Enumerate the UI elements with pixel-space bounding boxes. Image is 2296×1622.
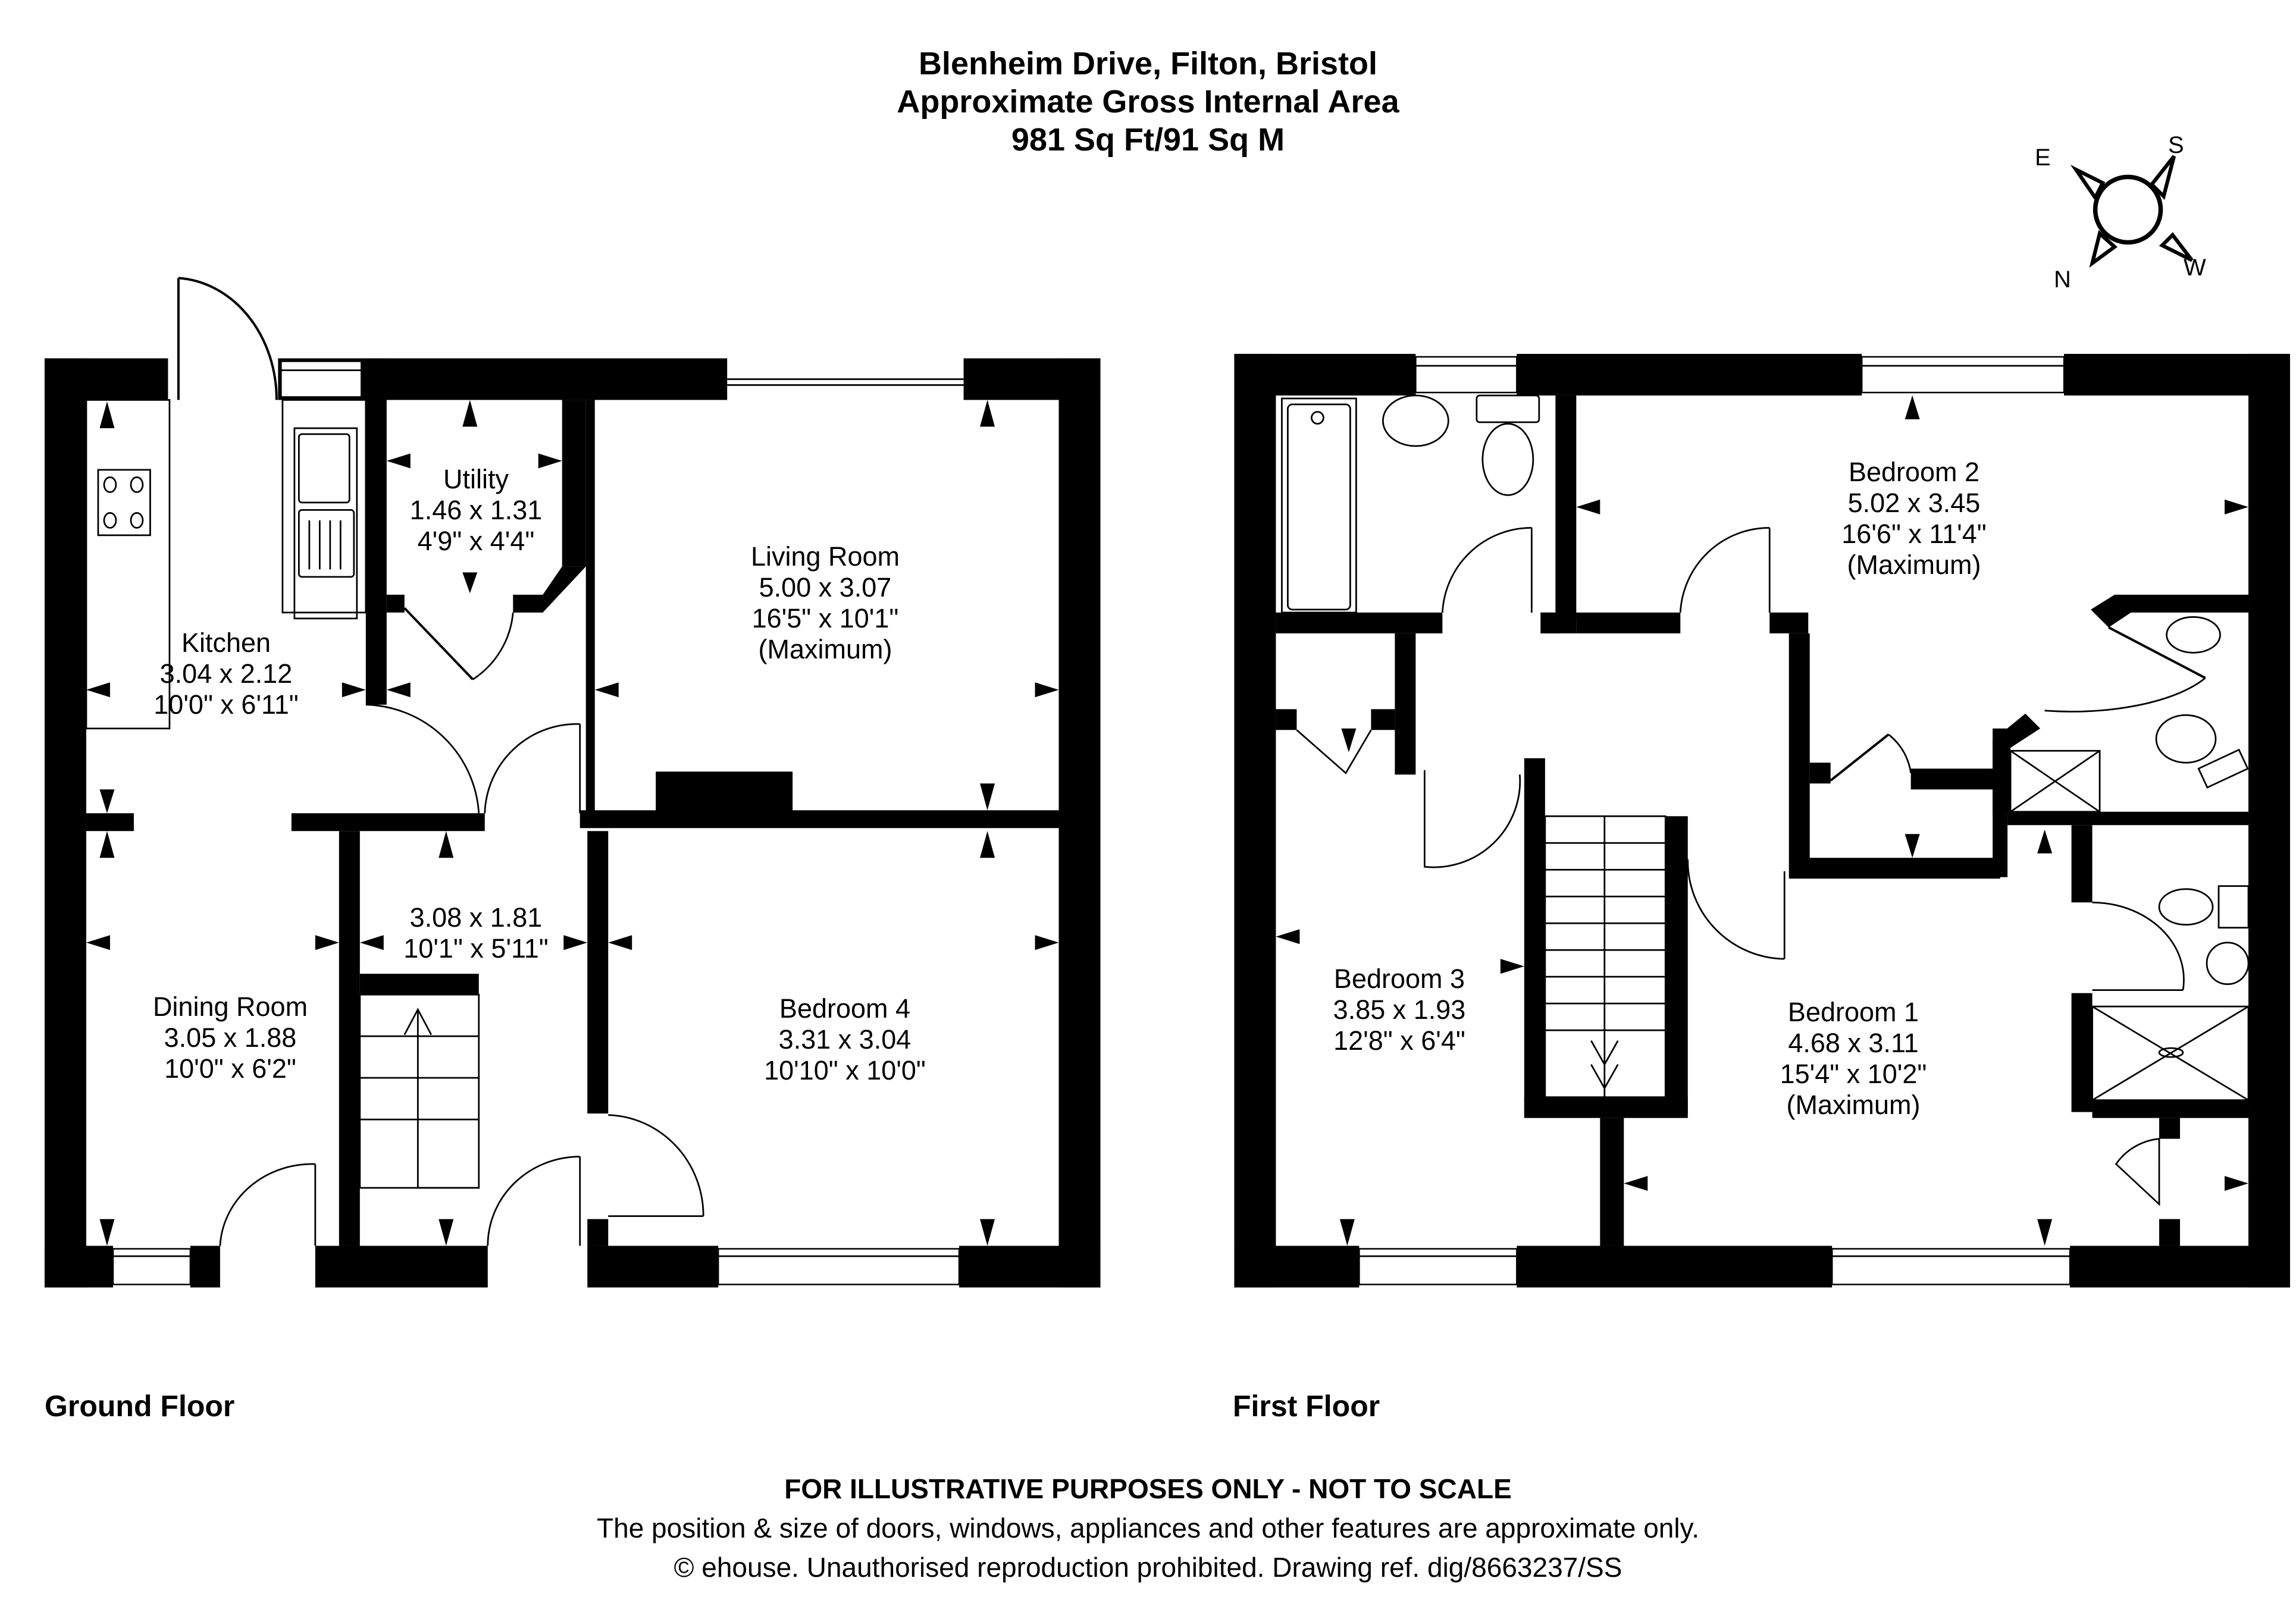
compass-east-label: E	[2035, 145, 2051, 171]
room-label-bedroom-4: Bedroom 4 3.31 x 3.04 10'10" x 10'0"	[764, 993, 926, 1085]
compass-south-label: S	[2168, 132, 2184, 158]
approximation-note: The position & size of doors, windows, a…	[597, 1513, 1699, 1543]
ground-floor-plan	[44, 277, 1101, 1288]
room-label-bedroom-1: Bedroom 1 4.68 x 3.11 15'4" x 10'2" (Max…	[1780, 997, 1927, 1120]
ground-floor-label: Ground Floor	[45, 1389, 235, 1423]
room-label-living-room: Living Room 5.00 x 3.07 16'5" x 10'1" (M…	[750, 541, 900, 664]
compass-icon	[2070, 155, 2194, 268]
dimension-markers	[86, 400, 1059, 1246]
room-label-utility: Utility 1.46 x 1.31 4'9" x 4'4"	[409, 464, 543, 556]
total-area: 981 Sq Ft/91 Sq M	[1011, 122, 1285, 158]
floorplan-header: Blenheim Drive, Filton, Bristol Approxim…	[0, 45, 2296, 159]
compass-west-label: W	[2184, 255, 2206, 281]
area-subtitle: Approximate Gross Internal Area	[897, 84, 1399, 120]
disclaimer-text: FOR ILLUSTRATIVE PURPOSES ONLY - NOT TO …	[784, 1473, 1512, 1504]
room-label-bedroom-2: Bedroom 2 5.02 x 3.45 16'6" x 11'4" (Max…	[1841, 457, 1987, 580]
dimension-markers-first	[1276, 395, 2249, 1246]
copyright-text: © ehouse. Unauthorised reproduction proh…	[674, 1552, 1622, 1583]
room-label-bedroom-3: Bedroom 3 3.85 x 1.93 12'8" x 6'4"	[1333, 964, 1466, 1056]
property-address: Blenheim Drive, Filton, Bristol	[918, 46, 1378, 81]
compass-north-label: N	[2054, 266, 2071, 293]
room-label-kitchen: Kitchen 3.04 x 2.12 10'0" x 6'11"	[154, 628, 299, 720]
first-floor-plan	[1234, 353, 2291, 1288]
room-label-dining-room: Dining Room 3.05 x 1.88 10'0" x 6'2"	[152, 992, 308, 1084]
first-floor-label: First Floor	[1233, 1389, 1380, 1423]
footer: FOR ILLUSTRATIVE PURPOSES ONLY - NOT TO …	[0, 1469, 2296, 1587]
room-label-hall: 3.08 x 1.81 10'1" x 5'11"	[403, 902, 549, 964]
